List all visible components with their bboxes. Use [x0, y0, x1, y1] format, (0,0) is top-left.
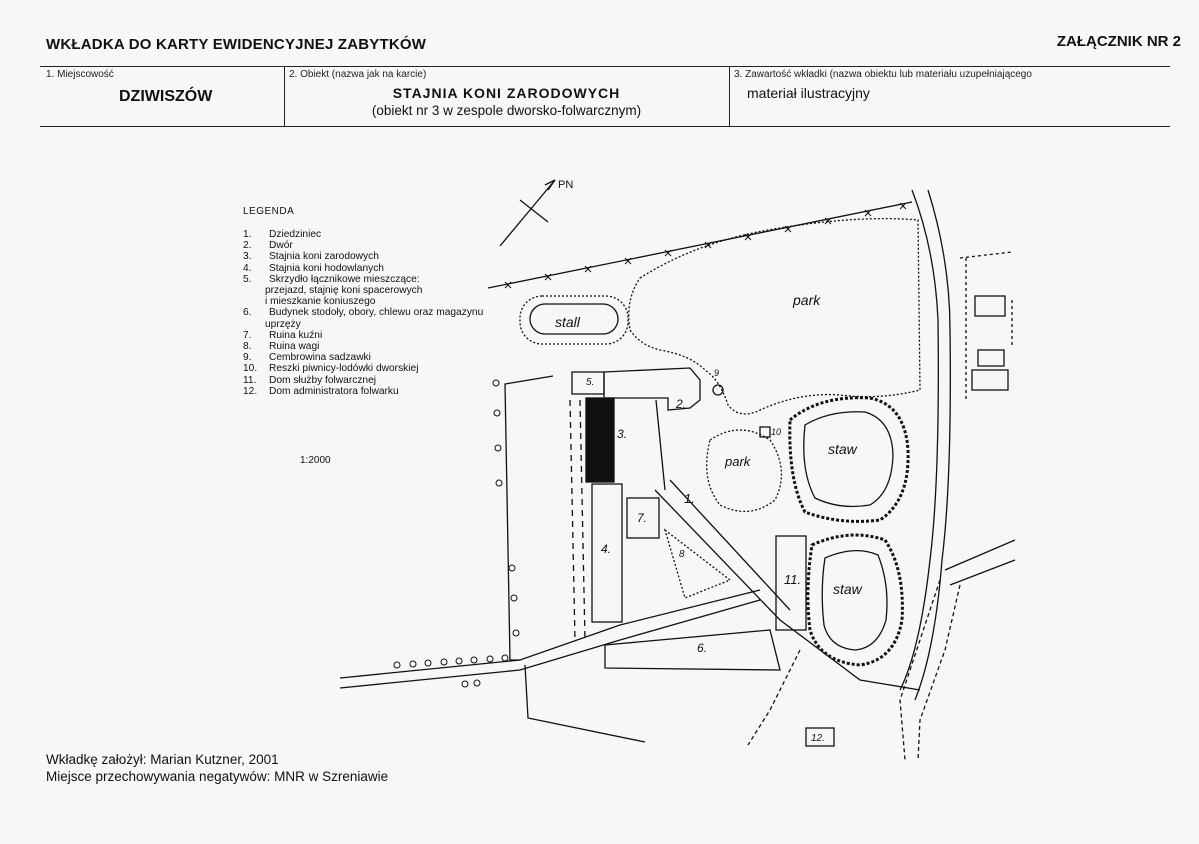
building-6-label: 6.	[697, 641, 707, 655]
annex-label: ZAŁĄCZNIK NR 2	[1056, 33, 1181, 50]
courtyard-wall	[504, 375, 646, 743]
east-house	[977, 349, 1005, 367]
object-subtitle: (obiekt nr 3 w zespole dworsko-folwarczn…	[371, 103, 642, 118]
building-1-label: 1.	[684, 491, 695, 506]
building-3-label: 3.	[617, 427, 627, 441]
content-label: 3. Zawartość wkładki (nazwa obiektu lub …	[734, 69, 1032, 80]
legend-item: 2.Dwór	[243, 240, 293, 252]
stall-label: stall	[555, 314, 581, 330]
negatives-note: Miejsce przechowywania negatywów: MNR w …	[46, 769, 389, 784]
building-2	[603, 367, 701, 411]
map-scale: 1:2000	[300, 455, 331, 466]
legend-item: 3.Stajnia koni zarodowych	[243, 251, 379, 263]
building-10-label: 10	[771, 427, 781, 437]
building-7-label: 7.	[637, 511, 647, 525]
north-arrow-icon	[499, 179, 556, 247]
pond-north	[788, 396, 910, 523]
park-north-boundary	[628, 217, 921, 415]
building-2-label: 2.	[675, 397, 686, 411]
building-5-label: 5.	[586, 377, 594, 388]
legend-item: 10.Reszki piwnicy-lodówki dworskiej	[243, 363, 419, 375]
object-label: 2. Obiekt (nazwa jak na karcie)	[289, 69, 427, 80]
east-house	[971, 369, 1009, 391]
pond-north-label: staw	[828, 441, 858, 457]
author-note: Wkładkę założył: Marian Kutzner, 2001	[46, 752, 279, 767]
legend-item: 7.Ruina kuźni	[243, 329, 323, 341]
legend-item: 5.Skrzydło łącznikowe mieszczące:	[243, 273, 420, 285]
east-boundary	[959, 251, 1013, 400]
building-12	[805, 727, 835, 747]
legend-item: 6.Budynek stodoły, obory, chlewu oraz ma…	[243, 307, 484, 319]
tree-row	[393, 379, 520, 688]
legend-item: 8.Ruina wagi	[243, 341, 320, 353]
legend-title: LEGENDA	[243, 206, 295, 217]
legend-item: i mieszkanie koniuszego	[265, 296, 376, 308]
legend-item: 11.Dom służby folwarcznej	[243, 374, 377, 386]
place-label: 1. Miejscowość	[46, 69, 114, 80]
building-11-label: 11.	[784, 572, 801, 587]
legend-item: 4.Stajnia koni hodowlanych	[243, 262, 384, 274]
form-divider-1	[284, 66, 285, 127]
place-value: DZIWISZÓW	[119, 88, 213, 105]
pond-curb-9	[712, 384, 724, 396]
stall-enclosure	[519, 295, 629, 345]
park-small-boundary	[706, 429, 783, 512]
courtyard-edge	[655, 399, 666, 491]
north-label: PN	[558, 179, 573, 191]
form-top-rule	[40, 66, 1170, 67]
pond-south-label: staw	[833, 581, 863, 597]
building-3	[585, 397, 615, 483]
content-value: materiał ilustracyjny	[747, 85, 870, 101]
legend-list: 1.Dziedziniec 2.Dwór 3.Stajnia koni zaro…	[243, 229, 533, 397]
east-house	[974, 295, 1006, 317]
building-12-label: 12.	[811, 733, 825, 744]
legend-item: 12.Dom administratora folwarku	[243, 385, 399, 397]
legend-item: 9.Cembrowina sadzawki	[243, 352, 371, 364]
building-9-label: 9	[714, 368, 719, 378]
building-7	[626, 497, 660, 539]
building-4	[591, 483, 623, 623]
legend-item: przejazd, stajnię koni spacerowych	[265, 285, 423, 297]
building-11	[775, 535, 807, 631]
park-small-label: park	[724, 454, 752, 469]
road-main	[339, 189, 1016, 761]
legend-item: 1.Dziedziniec	[243, 229, 322, 240]
legend-item: uprzęży	[265, 318, 301, 330]
pond-south	[806, 533, 904, 667]
fence-line	[487, 201, 913, 289]
building-6	[604, 629, 781, 671]
form-bottom-rule	[40, 126, 1170, 127]
building-8-label: 8	[679, 549, 685, 560]
building-8	[663, 528, 732, 599]
object-name: STAJNIA KONI ZARODOWYCH	[392, 85, 621, 101]
park-north-label: park	[792, 292, 821, 308]
building-4-label: 4.	[601, 542, 611, 556]
building-10	[759, 426, 771, 438]
form-divider-2	[729, 66, 730, 127]
document-title: WKŁADKA DO KARTY EWIDENCYJNEJ ZABYTKÓW	[46, 36, 427, 53]
